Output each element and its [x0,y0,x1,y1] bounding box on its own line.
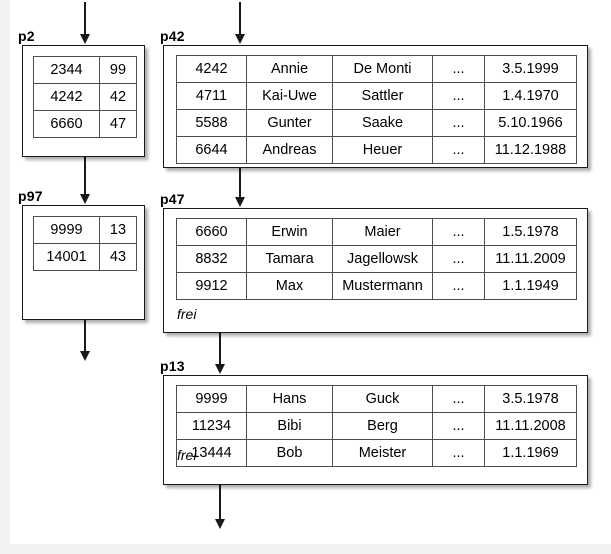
cell-key: 6660 [33,110,100,138]
cell-key: 14001 [33,243,100,271]
cell-lastname: Saake [332,109,433,137]
cell-date: 1.1.1969 [484,439,577,467]
cell-id: 4242 [176,55,247,83]
cell-lastname: Jagellowsk [332,245,433,273]
cell-lastname: Meister [332,439,433,467]
cell-more: ... [432,385,485,413]
cell-more: ... [432,245,485,273]
cell-date: 1.5.1978 [484,218,577,246]
node-label-p2: p2 [18,28,35,44]
cell-lastname: De Monti [332,55,433,83]
table-row: 9912 Max Mustermann ... 1.1.1949 [176,272,577,300]
cell-id: 11234 [176,412,247,440]
node-label-p13: p13 [160,358,185,374]
cell-key: 4242 [33,83,100,111]
node-p47[interactable]: 6660 Erwin Maier ... 1.5.1978 8832 Tamar… [163,208,588,333]
table-row: 4242 Annie De Monti ... 3.5.1999 [176,55,577,83]
cell-pointer: 42 [99,83,137,111]
table-row: 13444 Bob Meister ... 1.1.1969 [176,439,577,467]
cell-id: 9912 [176,272,247,300]
cell-firstname: Tamara [246,245,333,273]
cell-lastname: Berg [332,412,433,440]
cell-id: 6660 [176,218,247,246]
cell-id: 9999 [176,385,247,413]
cell-more: ... [432,109,485,137]
cell-firstname: Hans [246,385,333,413]
table-row: 4242 42 [33,83,137,111]
table-row: 4711 Kai-Uwe Sattler ... 1.4.1970 [176,82,577,110]
node-p13[interactable]: 9999 Hans Guck ... 3.5.1978 11234 Bibi B… [163,375,588,485]
table-row: 6660 47 [33,110,137,138]
table-row: 8832 Tamara Jagellowsk ... 11.11.2009 [176,245,577,273]
cell-more: ... [432,82,485,110]
cell-more: ... [432,439,485,467]
cell-pointer: 13 [99,216,137,244]
index-table-p97: 9999 13 14001 43 [33,216,137,271]
table-row: 9999 13 [33,216,137,244]
table-row: 5588 Gunter Saake ... 5.10.1966 [176,109,577,137]
cell-date: 1.4.1970 [484,82,577,110]
index-table-p2: 2344 99 4242 42 6660 47 [33,56,137,138]
node-p97[interactable]: 9999 13 14001 43 [22,205,145,320]
cell-key: 9999 [33,216,100,244]
cell-id: 4711 [176,82,247,110]
table-row: 14001 43 [33,243,137,271]
data-table-p47: 6660 Erwin Maier ... 1.5.1978 8832 Tamar… [176,218,577,300]
cell-firstname: Bibi [246,412,333,440]
cell-date: 11.12.1988 [484,136,577,164]
table-row: 2344 99 [33,56,137,84]
cell-pointer: 43 [99,243,137,271]
cell-firstname: Kai-Uwe [246,82,333,110]
cell-date: 5.10.1966 [484,109,577,137]
cell-date: 3.5.1978 [484,385,577,413]
cell-id: 8832 [176,245,247,273]
node-label-p97: p97 [18,188,43,204]
node-label-p47: p47 [160,191,185,207]
cell-more: ... [432,136,485,164]
cell-firstname: Erwin [246,218,333,246]
cell-lastname: Heuer [332,136,433,164]
cell-id: 5588 [176,109,247,137]
cell-lastname: Sattler [332,82,433,110]
table-row: 6660 Erwin Maier ... 1.5.1978 [176,218,577,246]
cell-date: 11.11.2008 [484,412,577,440]
cell-date: 1.1.1949 [484,272,577,300]
cell-lastname: Mustermann [332,272,433,300]
cell-id: 6644 [176,136,247,164]
cell-more: ... [432,272,485,300]
table-row: 6644 Andreas Heuer ... 11.12.1988 [176,136,577,164]
data-table-p42: 4242 Annie De Monti ... 3.5.1999 4711 Ka… [176,55,577,164]
node-p42[interactable]: 4242 Annie De Monti ... 3.5.1999 4711 Ka… [163,45,588,168]
cell-more: ... [432,218,485,246]
node-label-p42: p42 [160,28,185,44]
diagram-canvas: p2 2344 99 4242 42 6660 47 p97 [10,0,611,544]
cell-lastname: Maier [332,218,433,246]
data-table-p13: 9999 Hans Guck ... 3.5.1978 11234 Bibi B… [176,385,577,467]
cell-date: 11.11.2009 [484,245,577,273]
table-row: 9999 Hans Guck ... 3.5.1978 [176,385,577,413]
table-row: 11234 Bibi Berg ... 11.11.2008 [176,412,577,440]
cell-firstname: Annie [246,55,333,83]
cell-firstname: Bob [246,439,333,467]
cell-firstname: Max [246,272,333,300]
cell-pointer: 99 [99,56,137,84]
cell-key: 2344 [33,56,100,84]
node-p2[interactable]: 2344 99 4242 42 6660 47 [22,45,145,157]
cell-more: ... [432,55,485,83]
free-space-label: frei [177,306,197,322]
cell-lastname: Guck [332,385,433,413]
cell-firstname: Gunter [246,109,333,137]
cell-date: 3.5.1999 [484,55,577,83]
cell-pointer: 47 [99,110,137,138]
cell-firstname: Andreas [246,136,333,164]
cell-more: ... [432,412,485,440]
free-space-label: frei [177,447,197,463]
